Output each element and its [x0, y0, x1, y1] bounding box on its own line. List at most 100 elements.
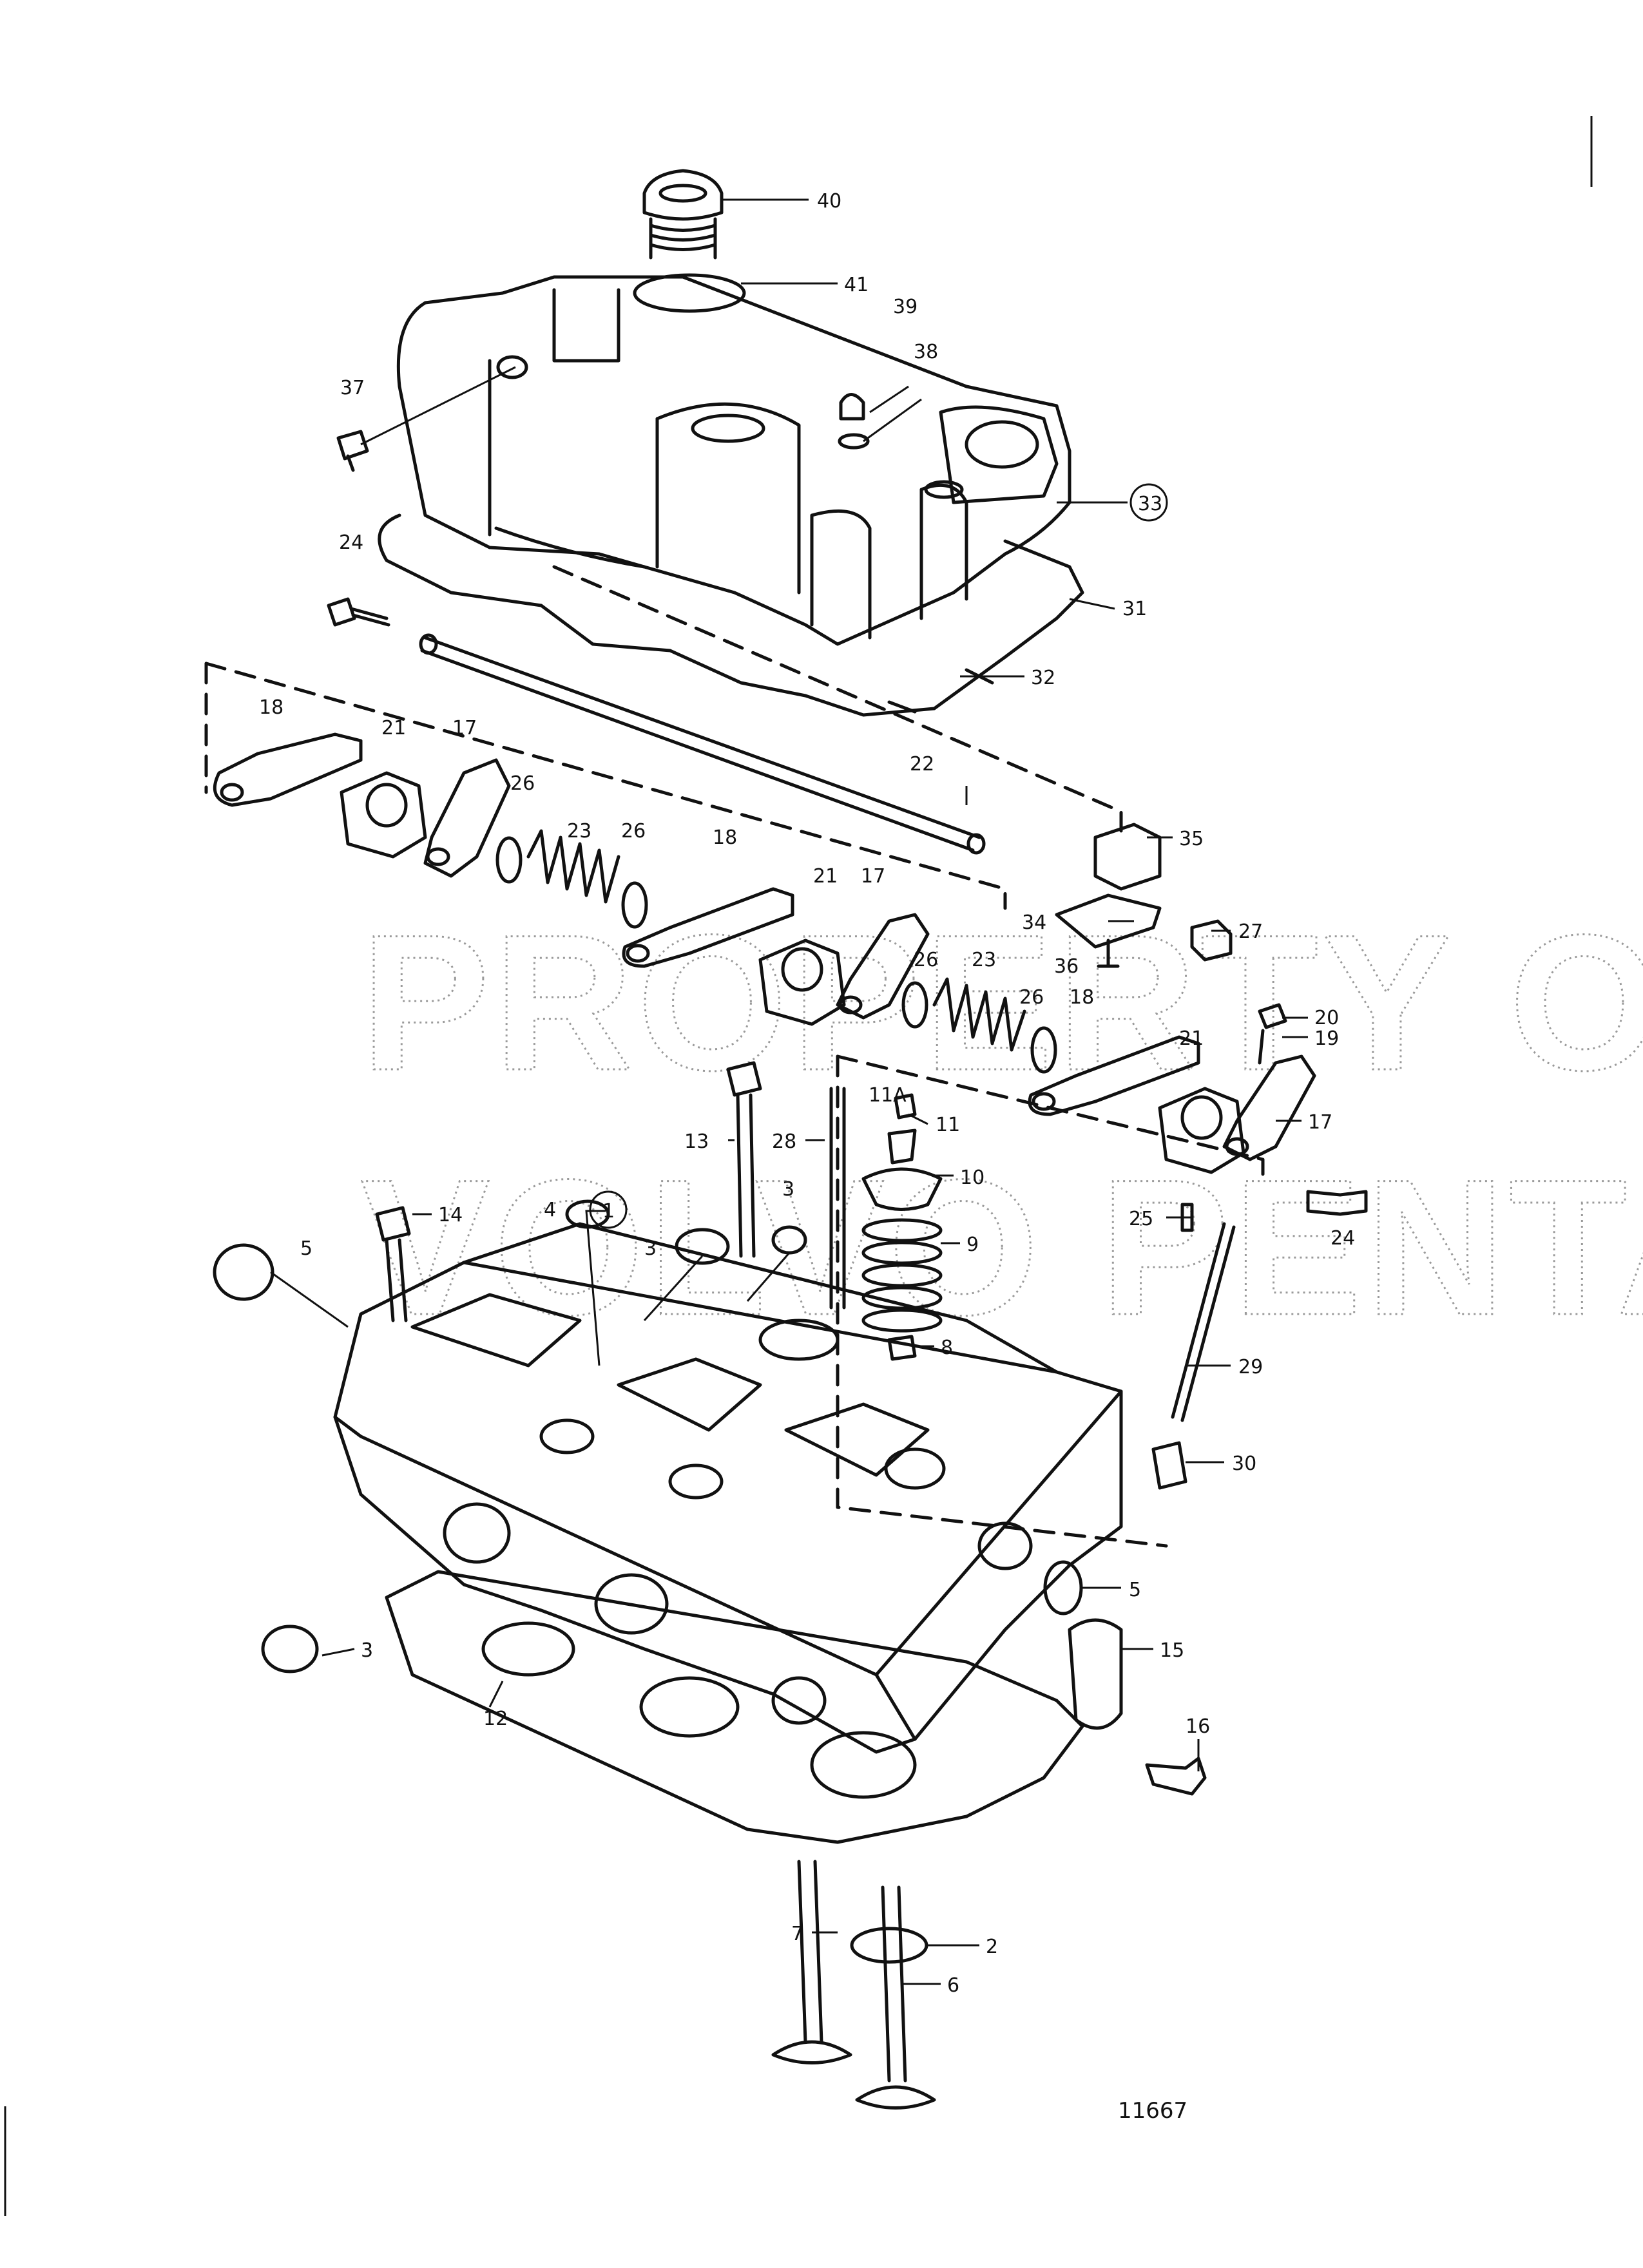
core-plug-3c — [261, 1625, 319, 1673]
callout-25: 25 — [1129, 1208, 1153, 1230]
washer-26c — [901, 981, 928, 1029]
callout-29: 29 — [1238, 1356, 1263, 1378]
callout-1: 1 — [602, 1200, 615, 1223]
o-ring — [633, 273, 746, 313]
exhaust-valve — [855, 1885, 936, 2110]
drain-plug — [336, 430, 369, 472]
washer-26d — [1030, 1026, 1057, 1074]
watermark: PROPERTY OF VOLVO PENTA — [360, 893, 1643, 1357]
callout-3a: 3 — [782, 1178, 794, 1201]
rocker-arm-18c — [1028, 1035, 1200, 1116]
assembly-leaders — [204, 565, 1265, 1548]
callout-10: 10 — [960, 1167, 985, 1189]
callout-27: 27 — [1238, 920, 1263, 943]
rocker-arm-17a — [423, 758, 511, 878]
cylinder-head — [333, 1222, 1123, 1754]
rocker-arm-18a — [213, 732, 363, 807]
callout-17a: 17 — [452, 717, 477, 739]
callout-41: 41 — [844, 274, 869, 296]
callout-26d: 26 — [1019, 986, 1044, 1009]
valve-stem-seal — [887, 1335, 917, 1361]
washer-26b — [621, 881, 648, 929]
gasket-bore-3 — [810, 1731, 917, 1799]
callout-32: 32 — [1031, 667, 1055, 689]
callout-11: 11 — [936, 1114, 960, 1136]
head-bolt-13 — [726, 1061, 762, 1258]
callout-21c: 21 — [1179, 1027, 1204, 1050]
callout-8: 8 — [941, 1337, 953, 1359]
rocker-bracket-21a — [340, 771, 427, 859]
valve-cover — [396, 275, 1071, 646]
callout-16: 16 — [1186, 1715, 1210, 1738]
locating-pin — [1180, 1203, 1194, 1232]
rocker-bracket-21b — [758, 939, 846, 1026]
callout-35: 35 — [1179, 828, 1204, 850]
callout-36: 36 — [1054, 955, 1079, 978]
callout-leaders — [270, 198, 1308, 1985]
callout-24-upper: 24 — [339, 531, 363, 554]
callout-21b: 21 — [813, 865, 838, 888]
gasket-bore-1 — [481, 1621, 575, 1677]
callout-15: 15 — [1160, 1639, 1184, 1662]
callout-19: 19 — [1314, 1027, 1339, 1050]
adjust-nut — [1190, 919, 1233, 962]
callout-26a: 26 — [510, 772, 535, 795]
valve-cap — [894, 1093, 917, 1120]
head-gasket — [385, 1570, 1084, 1844]
valve-collets — [887, 1129, 917, 1165]
rocker-shaft — [419, 633, 986, 855]
adjust-screw — [1258, 1003, 1287, 1065]
head-bolt-14 — [375, 1206, 411, 1322]
rocker-arm-18b — [622, 887, 794, 968]
figure-number: 11667 — [1118, 2098, 1187, 2124]
washer-26a — [495, 836, 523, 884]
watermark-line1: PROPERTY OF — [361, 894, 1643, 1110]
callout-18b: 18 — [713, 826, 737, 849]
callout-18c: 18 — [1070, 986, 1094, 1009]
shaft-support-block — [1093, 823, 1162, 891]
cap-nut — [838, 393, 870, 450]
callout-12: 12 — [483, 1708, 508, 1730]
spring-23a — [526, 829, 620, 904]
spring-23b — [932, 977, 1026, 1052]
callout-4: 4 — [544, 1199, 556, 1221]
shaft-bolt-upper — [327, 597, 390, 627]
callout-2: 2 — [986, 1936, 998, 1958]
callout-13: 13 — [684, 1130, 709, 1153]
callout-9: 9 — [966, 1234, 979, 1256]
support-plate — [1055, 893, 1162, 949]
callout-22: 22 — [910, 753, 934, 776]
valve-cover-gasket — [378, 513, 1084, 717]
spring-retainer — [861, 1167, 943, 1211]
callout-17c: 17 — [1308, 1111, 1332, 1134]
oil-filler-cap — [642, 169, 724, 260]
circled-callout-rings — [589, 483, 1168, 1229]
callout-11a: 11A — [869, 1084, 907, 1107]
callout-labels: 40 41 39 38 37 33 24 31 32 18 21 17 26 2… — [259, 190, 1355, 1997]
callout-34: 34 — [1022, 911, 1046, 934]
callout-31: 31 — [1122, 598, 1147, 620]
scan-edge-marks — [4, 116, 1593, 2216]
callout-14: 14 — [438, 1204, 463, 1226]
callout-24-lower: 24 — [1331, 1227, 1355, 1250]
cover-stud — [829, 1087, 846, 1310]
callout-30: 30 — [1232, 1453, 1256, 1475]
valve-spring — [861, 1218, 943, 1333]
callout-40: 40 — [817, 190, 841, 213]
callout-6: 6 — [947, 1974, 959, 1997]
callout-21a: 21 — [381, 717, 406, 739]
flange-bolt — [1145, 1757, 1207, 1796]
callout-7: 7 — [791, 1923, 803, 1945]
gasket-bore-2 — [639, 1676, 740, 1738]
shaft-bolt-lower — [1306, 1190, 1368, 1216]
callout-17b: 17 — [861, 865, 885, 888]
callout-26c: 26 — [914, 949, 938, 971]
expansion-plug-5a — [213, 1243, 274, 1301]
callout-39: 39 — [893, 296, 918, 318]
intake-valve — [771, 1860, 852, 2064]
callout-23b: 23 — [972, 949, 996, 971]
callout-28: 28 — [772, 1130, 796, 1153]
callout-5b: 5 — [1129, 1579, 1141, 1601]
